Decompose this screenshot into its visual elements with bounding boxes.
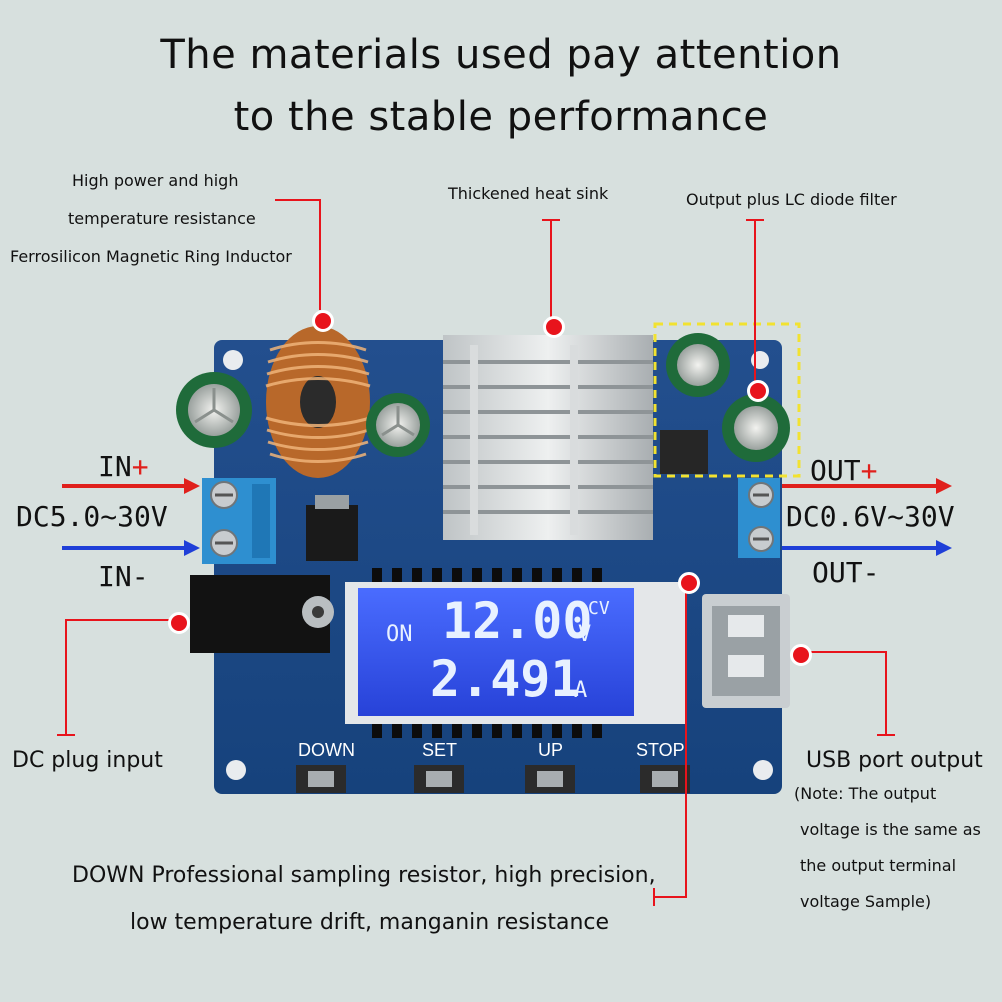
button-label-down: DOWN [298, 740, 355, 760]
output-terminal-block [738, 478, 780, 558]
callout-lines [57, 199, 895, 906]
callout-dot-inductor [312, 310, 334, 332]
callout-dot-heatsink [543, 316, 565, 338]
callout-heatsink: Thickened heat sink [448, 184, 609, 203]
callout-inductor-line-1: High power and high [72, 171, 239, 190]
callout-usb-line-3: voltage is the same as [800, 820, 981, 839]
regulator-chip [306, 495, 358, 561]
dc-barrel-jack [190, 575, 334, 653]
bulk-capacitor [366, 393, 430, 457]
lcd-voltage-value: 12.00 [442, 592, 593, 650]
callout-inductor-line-3: Ferrosilicon Magnetic Ring Inductor [10, 247, 292, 266]
callout-usb-line-4: the output terminal [800, 856, 957, 875]
callout-usb-line-5: voltage Sample) [800, 892, 932, 911]
input-voltage-range: DC5.0~30V [16, 500, 168, 533]
input-plus-text: IN [98, 450, 132, 483]
output-plus-arrow [782, 478, 952, 494]
headline-line-1: The materials used pay attention [160, 32, 842, 78]
input-minus-label: IN- [98, 560, 149, 593]
lc-filter-area [653, 322, 801, 478]
callout-dot-sampling [678, 572, 700, 594]
output-plus-label: OUT+ [810, 454, 877, 487]
callout-dot-usb [790, 644, 812, 666]
tactile-buttons [296, 765, 690, 793]
callout-sampling-line-1: DOWN Professional sampling resistor, hig… [72, 863, 656, 888]
output-plus-text: OUT [810, 454, 861, 487]
input-minus-arrow [62, 540, 200, 556]
headline-line-2: to the stable performance [233, 94, 769, 140]
lcd-voltage-mode: CV [588, 598, 610, 619]
callout-usb-line-1: USB port output [806, 748, 983, 773]
output-voltage-range: DC0.6V~30V [786, 500, 955, 533]
callout-dc-plug: DC plug input [12, 748, 163, 773]
lcd-status: ON [386, 622, 413, 647]
lcd-display [345, 568, 685, 738]
callout-sampling-line-2: low temperature drift, manganin resistan… [130, 910, 610, 935]
output-minus-label: OUT- [812, 556, 880, 589]
lcd-current-unit: A [574, 678, 588, 703]
callout-usb-line-2: (Note: The output [794, 784, 937, 803]
lcd-voltage-unit: V [578, 622, 592, 647]
input-plus-label: IN+ [98, 450, 149, 483]
input-plus-arrow [62, 478, 200, 494]
heat-sink [443, 335, 653, 540]
input-terminal-block [202, 478, 276, 564]
button-label-set: SET [422, 740, 458, 760]
callout-dot-filter [747, 380, 769, 402]
callout-filter: Output plus LC diode filter [686, 190, 897, 209]
usb-port [702, 594, 790, 708]
output-plus-sign: + [860, 454, 878, 487]
lcd-current-value: 2.491 [430, 650, 581, 708]
button-label-stop: STOP [636, 740, 685, 760]
callout-dot-dc-plug [168, 612, 190, 634]
output-minus-arrow [782, 540, 952, 556]
toroid-inductor [265, 326, 371, 478]
input-capacitor [176, 372, 252, 448]
input-plus-sign: + [131, 450, 149, 483]
callout-inductor-line-2: temperature resistance [68, 209, 256, 228]
button-label-up: UP [538, 740, 564, 760]
